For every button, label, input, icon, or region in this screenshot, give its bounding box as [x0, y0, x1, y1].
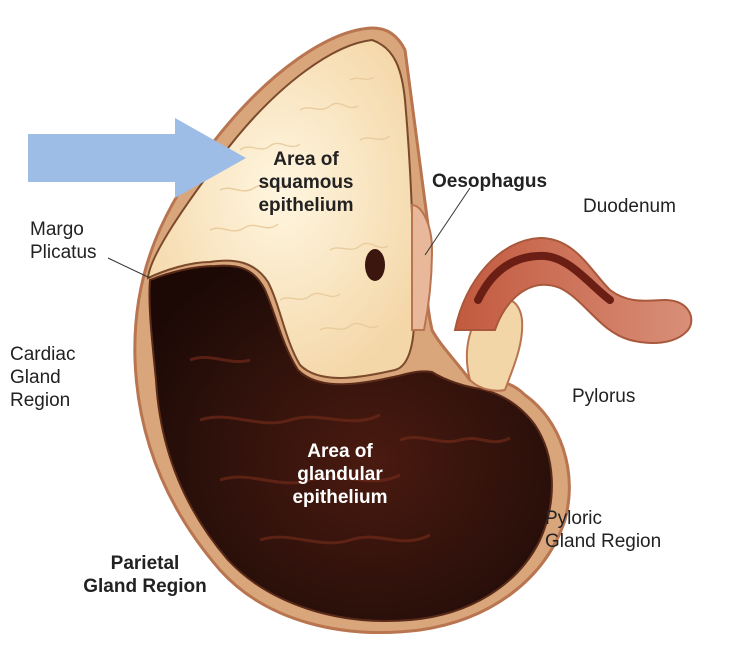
glandular-region — [148, 264, 553, 622]
label-squamous-line1: Area of — [273, 149, 339, 170]
label-glandular-area: Area of glandular epithelium — [280, 440, 400, 509]
label-pyloric-line1: Pyloric — [545, 508, 603, 529]
label-margo-plicatus: Margo Plicatus — [30, 218, 97, 264]
squamous-texture — [209, 76, 391, 331]
label-pylorus: Pylorus — [572, 385, 635, 408]
label-cardiac-line1: Cardiac — [10, 344, 76, 365]
margo-leader — [107, 257, 151, 279]
label-cardiac-line3: Region — [10, 390, 71, 411]
label-duodenum: Duodenum — [583, 195, 676, 218]
label-margo-line1: Margo — [30, 219, 84, 240]
label-parietal-line2: Gland Region — [83, 576, 207, 597]
oesophagus-opening — [365, 249, 385, 281]
oesophagus-tube — [411, 203, 434, 331]
label-glandular-line2: glandular — [297, 464, 383, 485]
label-squamous-line2: squamous — [258, 172, 354, 193]
duodenum-lumen — [474, 251, 614, 304]
label-squamous-line3: epithelium — [258, 195, 354, 216]
label-duodenum-text: Duodenum — [583, 196, 676, 217]
label-pylorus-text: Pylorus — [572, 386, 636, 407]
label-cardiac-gland: Cardiac Gland Region — [10, 343, 75, 412]
label-cardiac-line2: Gland — [10, 367, 61, 388]
label-margo-line2: Plicatus — [30, 242, 97, 263]
label-oesophagus-text: Oesophagus — [432, 171, 548, 192]
label-oesophagus: Oesophagus — [432, 170, 547, 193]
label-glandular-line3: epithelium — [292, 487, 388, 508]
label-pyloric-line2: Gland Region — [545, 531, 662, 552]
label-parietal-gland: Parietal Gland Region — [70, 552, 220, 598]
label-pyloric-gland: Pyloric Gland Region — [545, 507, 661, 553]
pointer-arrow — [28, 118, 246, 198]
label-squamous-area: Area of squamous epithelium — [246, 148, 366, 217]
glandular-texture — [189, 355, 511, 545]
oesophagus-leader — [424, 187, 471, 256]
label-glandular-line1: Area of — [307, 441, 373, 462]
duodenum-tube — [453, 236, 693, 344]
label-parietal-line1: Parietal — [110, 553, 180, 574]
